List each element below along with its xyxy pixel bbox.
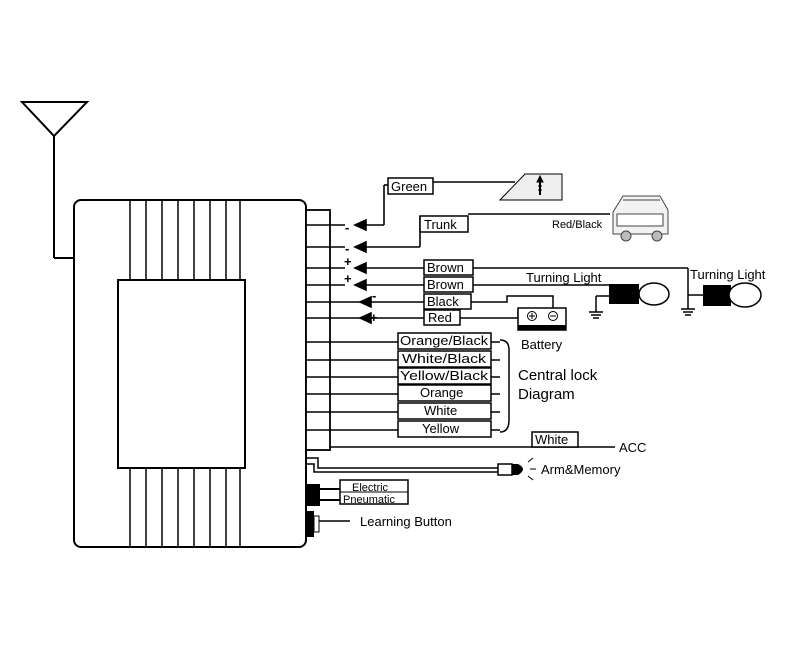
turning-light-label-1: Turning Light — [526, 270, 602, 285]
polarity-sign: + — [344, 254, 352, 269]
wire-label-black: Black — [427, 294, 459, 309]
wire-label-orange: Orange — [420, 385, 463, 400]
wire-label-red: Red — [428, 310, 452, 325]
learning-button: Learning Button — [306, 511, 452, 537]
wire-label-acc-white: White — [535, 432, 568, 447]
polarity-arrows — [353, 184, 424, 325]
acc-wire: White ACC — [330, 431, 646, 455]
green-wire: Green — [387, 173, 563, 201]
central-lock-label-line2: Diagram — [518, 386, 575, 403]
central-lock-wires: Orange/Black White/Black Yellow/Black Or… — [397, 332, 510, 438]
wire-label-brown-1: Brown — [427, 260, 464, 275]
door-lock-icon — [498, 173, 563, 201]
wire-label-trunk: Trunk — [424, 217, 457, 232]
unit-fins-top — [129, 200, 241, 280]
central-lock-bracket — [499, 339, 510, 433]
polarity-sign: - — [345, 241, 349, 256]
control-unit — [73, 199, 331, 548]
wire-label-brown-2: Brown — [427, 277, 464, 292]
red-black-label: Red/Black — [552, 219, 603, 231]
polarity-sign: - — [372, 288, 376, 303]
central-lock-label-line1: Central lock — [518, 367, 598, 384]
polarity-signs: - - + + - + — [344, 220, 378, 325]
unit-fins-bottom — [129, 468, 241, 547]
turning-light-label-2: Turning Light — [690, 267, 766, 282]
unit-panel — [117, 279, 246, 469]
polarity-sign: + — [370, 310, 378, 325]
ground-icon — [681, 295, 695, 316]
polarity-sign: + — [344, 271, 352, 286]
wire-label-yellow: Yellow — [422, 421, 460, 436]
electric-label: Electric — [352, 482, 389, 494]
trunk-wire: Trunk Red/Black — [419, 195, 669, 242]
wire-label-white: White — [424, 403, 457, 418]
pneumatic-label: Pneumatic — [343, 494, 395, 506]
lamp-icon — [609, 282, 670, 306]
push-button-icon — [306, 511, 320, 537]
wire-label-orange-black: Orange/Black — [400, 333, 489, 348]
red-wire: Red — [423, 309, 519, 326]
wire-label-white-black: White/Black — [402, 351, 487, 366]
arm-memory-led: Arm&Memory — [306, 457, 621, 481]
connector-wires — [306, 224, 398, 431]
polarity-sign: - — [345, 220, 349, 235]
wire-label-yellow-black: Yellow/Black — [400, 368, 489, 383]
brown-wire-2: Brown — [423, 276, 610, 293]
brown-wire-1: Brown — [423, 259, 689, 295]
learning-button-label: Learning Button — [360, 514, 452, 529]
turning-light-1: Turning Light — [526, 270, 670, 319]
antenna-icon — [19, 101, 90, 259]
black-wire: Black — [423, 293, 554, 310]
battery-label: Battery — [521, 337, 563, 352]
car-trunk-icon — [612, 195, 669, 242]
arm-memory-label: Arm&Memory — [541, 462, 621, 477]
electric-pneumatic-connector: Electric Pneumatic — [306, 479, 409, 506]
connector-block — [305, 209, 331, 451]
turning-light-2: Turning Light — [681, 267, 766, 316]
battery-icon — [517, 307, 567, 331]
ground-icon — [589, 295, 609, 319]
lamp-icon — [688, 282, 762, 308]
acc-label: ACC — [619, 440, 646, 455]
led-icon — [497, 457, 536, 481]
wire-label-green: Green — [391, 179, 427, 194]
